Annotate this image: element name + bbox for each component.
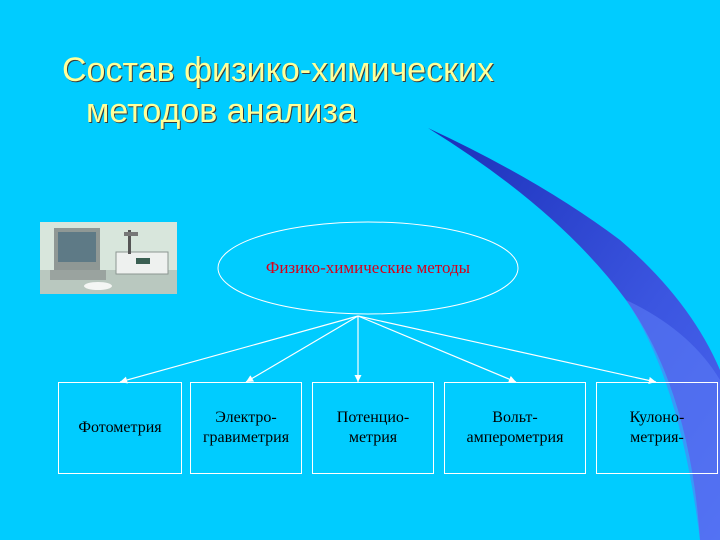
method-label-line1: Электро- <box>215 409 277 426</box>
method-box-electrogravimetry: Электро- гравиметрия <box>190 382 302 474</box>
method-box-coulometry: Кулоно- метрия- <box>596 382 718 474</box>
center-node-label: Физико-химические методы <box>265 258 471 277</box>
page-title: Состав физико-химических методов анализа <box>62 50 494 132</box>
method-label-line2: гравиметрия <box>202 429 290 446</box>
method-box-voltammetry: Вольт- амперометрия <box>444 382 586 474</box>
title-line-1: Состав физико-химических <box>62 51 494 89</box>
method-box-potentiometry: Потенцио- метрия <box>312 382 434 474</box>
method-label-line2: метрия <box>348 429 398 446</box>
method-label-line1: Кулоно- <box>629 409 685 426</box>
method-label-line1: Фотометрия <box>78 419 162 436</box>
method-label-line1: Вольт- <box>492 409 538 426</box>
method-label-line1: Потенцио- <box>336 409 410 426</box>
method-label-line2: амперометрия <box>466 429 564 446</box>
center-ellipse <box>217 221 519 315</box>
method-label-line2: метрия- <box>630 429 684 446</box>
instrument-photo <box>40 222 177 294</box>
title-line-2: методов анализа <box>86 91 357 130</box>
method-box-photometry: Фотометрия <box>58 382 182 474</box>
